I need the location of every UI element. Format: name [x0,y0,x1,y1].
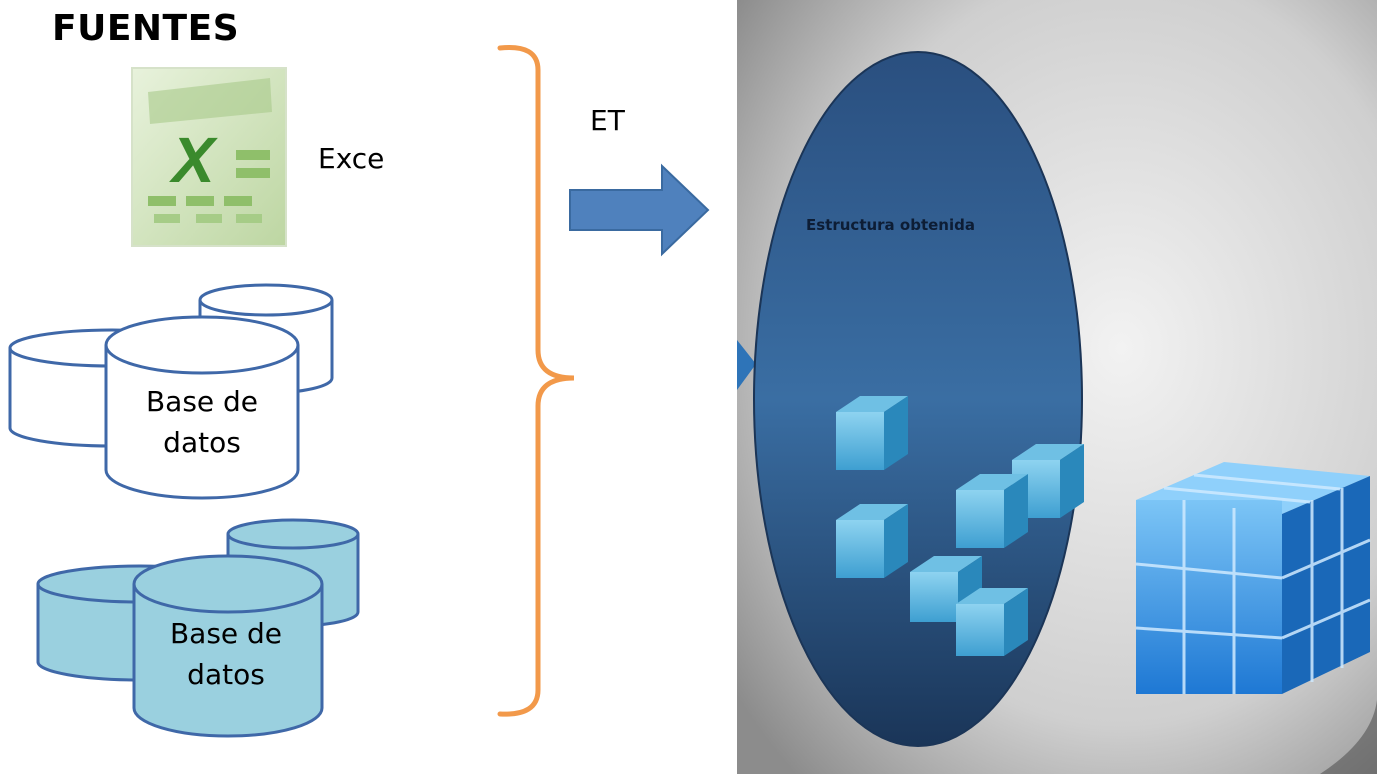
excel-label: Exce [318,142,385,175]
database-label-white: Base de datos [145,385,259,459]
structure-blocks [836,396,1084,656]
olap-cube-icon [1135,462,1371,694]
page-title: FUENTES [52,8,240,49]
database-label-blue: Base de datos [169,617,283,691]
right-arrow-icon [569,163,710,257]
structure-ellipse [753,51,1083,747]
excel-icon: X [131,67,287,247]
structure-label: Estructura obtenida [806,216,975,234]
data-block-icon [956,588,1028,656]
data-block-icon [836,504,908,578]
database-cylinder-icon [132,554,324,738]
data-block-icon [836,396,908,470]
right-curly-brace [497,44,575,717]
svg-text:X: X [169,124,218,196]
database-group-blue [36,518,360,738]
database-group-white [8,283,334,500]
database-cylinder-icon [104,315,300,500]
data-block-icon [956,474,1028,548]
process-label: ET [590,104,625,137]
